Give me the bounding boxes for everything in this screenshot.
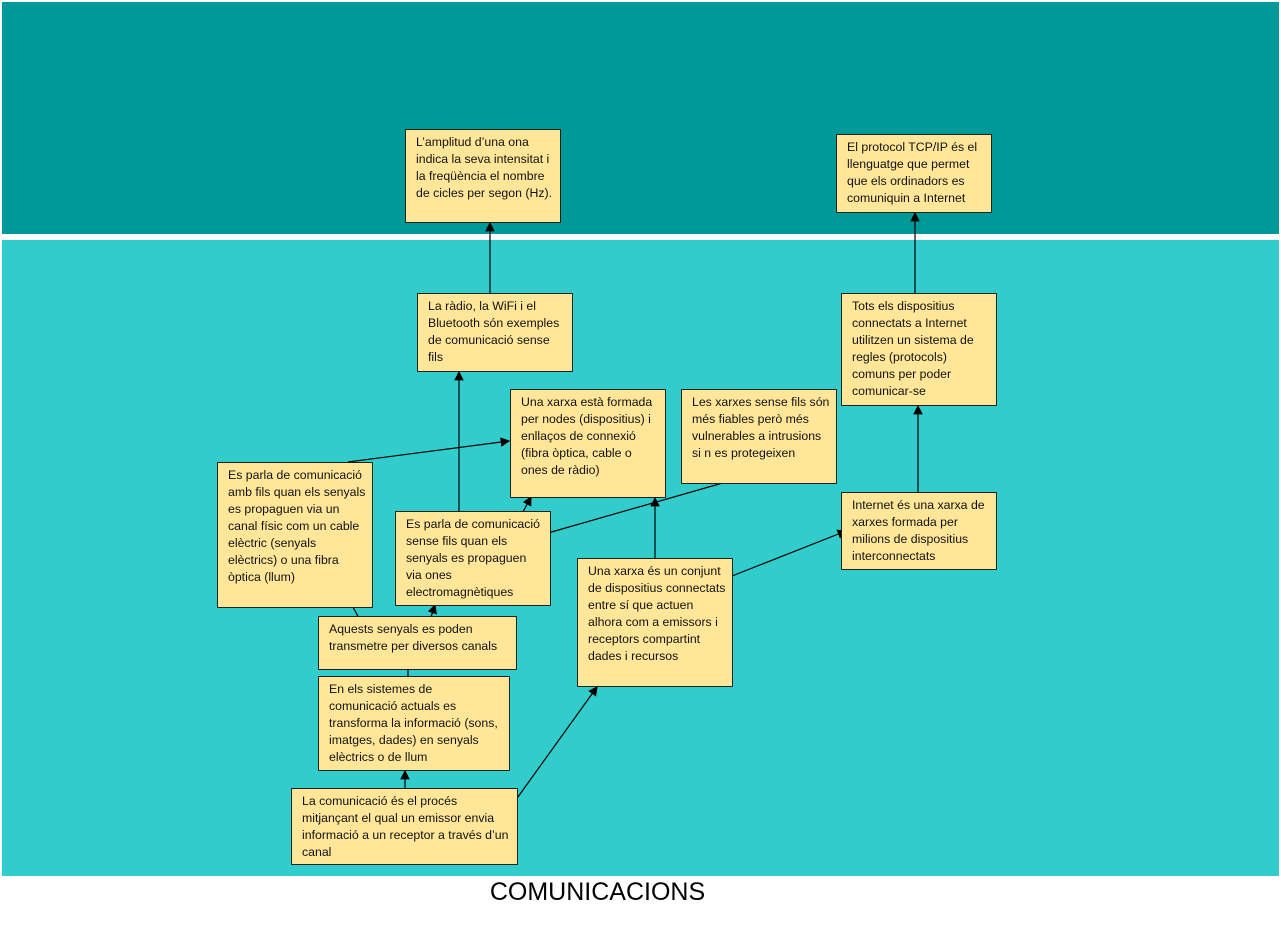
box-comunicacio: La comunicació és el procés mitjançant e… bbox=[291, 788, 518, 865]
box-amplitud: L’amplitud d’una ona indica la seva inte… bbox=[405, 129, 561, 223]
box-internet: Internet és una xarxa de xarxes formada … bbox=[841, 492, 997, 570]
arrow-ambfils-xarxa bbox=[347, 437, 511, 463]
arrow-comunicacio-conjunt bbox=[509, 686, 598, 809]
box-protocols: Tots els dispositius connectats a Intern… bbox=[841, 293, 997, 406]
arrow-sensefils-fiables bbox=[547, 473, 749, 534]
box-xarxa-nodes: Una xarxa està formada per nodes (dispos… bbox=[510, 389, 666, 498]
box-canals: Aquests senyals es poden transmetre per … bbox=[318, 616, 517, 670]
box-radio: La ràdio, la WiFi i el Bluetooth són exe… bbox=[417, 293, 573, 372]
box-sense-fils-fiables: Les xarxes sense fils són més fiables pe… bbox=[681, 389, 837, 484]
box-sense-fils: Es parla de comunicació sense fils quan … bbox=[395, 511, 551, 606]
diagram-title: COMUNICACIONS bbox=[489, 878, 706, 906]
box-tcpip: El protocol TCP/IP és el llenguatge que … bbox=[836, 134, 992, 213]
box-xarxa-conjunt: Una xarxa és un conjunt de dispositius c… bbox=[577, 558, 733, 687]
box-amb-fils: Es parla de comunicació amb fils quan el… bbox=[217, 462, 373, 608]
top-band bbox=[2, 2, 1279, 234]
box-sistemes: En els sistemes de comunicació actuals e… bbox=[318, 676, 510, 771]
arrow-conjunt-internet bbox=[726, 529, 848, 579]
